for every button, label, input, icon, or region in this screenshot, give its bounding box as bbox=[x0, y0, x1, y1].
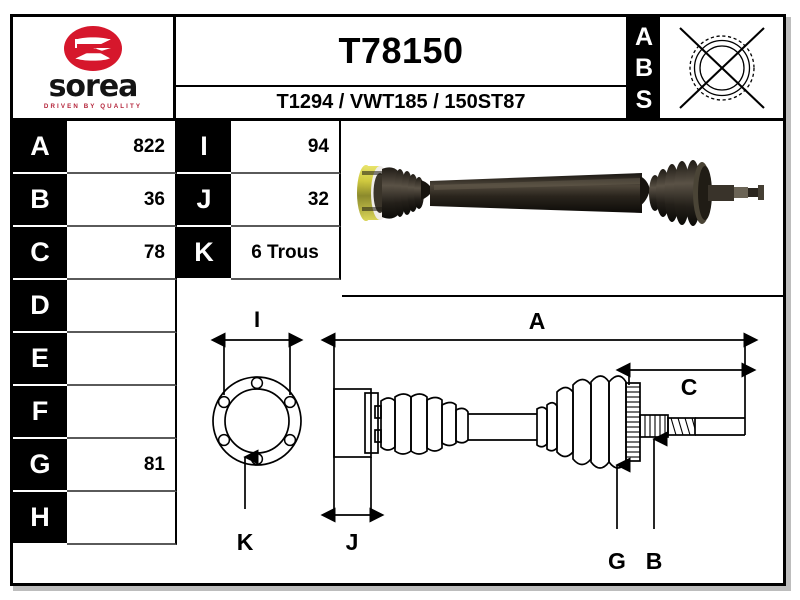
table-row: I 94 bbox=[177, 121, 341, 174]
table-row: G 81 bbox=[13, 439, 177, 492]
dimension-value-j: 32 bbox=[231, 174, 341, 227]
part-reference: T1294 / VWT185 / 150ST87 bbox=[276, 91, 526, 113]
dimension-key-k: K bbox=[177, 227, 231, 280]
dimension-value-k: 6 Trous bbox=[231, 227, 341, 280]
dimension-value-a: 822 bbox=[67, 121, 177, 174]
cv-drive-shaft-technical-drawing: I K J A C G B bbox=[177, 297, 783, 583]
dimension-key-e: E bbox=[13, 333, 67, 386]
dimension-key-h: H bbox=[13, 492, 67, 545]
dimension-value-i: 94 bbox=[231, 121, 341, 174]
dimension-key-c: C bbox=[13, 227, 67, 280]
brand-tagline: DRIVEN BY QUALITY bbox=[43, 102, 143, 110]
dimension-key-d: D bbox=[13, 280, 67, 333]
part-title-cell: T78150 bbox=[176, 17, 628, 87]
table-row: J 32 bbox=[177, 174, 341, 227]
dimension-value-f bbox=[67, 386, 177, 439]
table-row: A 822 bbox=[13, 121, 177, 174]
dimension-key-i: I bbox=[177, 121, 231, 174]
callout-label-i: I bbox=[254, 307, 260, 332]
table-row: C 78 bbox=[13, 227, 177, 280]
abs-letter-b: B bbox=[634, 54, 654, 83]
callout-label-g: G bbox=[608, 548, 626, 574]
product-photo-panel bbox=[342, 121, 783, 297]
dimension-key-a: A bbox=[13, 121, 67, 174]
callout-label-a: A bbox=[529, 308, 546, 334]
sorea-s-roundel-icon bbox=[63, 25, 123, 72]
abs-label: A B S bbox=[628, 17, 660, 121]
dimension-key-j: J bbox=[177, 174, 231, 227]
table-row: F bbox=[13, 386, 177, 439]
abs-icon-cell bbox=[660, 17, 783, 121]
part-reference-cell: T1294 / VWT185 / 150ST87 bbox=[176, 87, 628, 121]
dimension-value-d bbox=[67, 280, 177, 333]
page-title: T78150 bbox=[338, 30, 464, 71]
crossed-out-abs-ring-icon bbox=[678, 26, 765, 109]
table-row: H bbox=[13, 492, 177, 545]
table-row: D bbox=[13, 280, 177, 333]
brand-name: sorea bbox=[48, 69, 139, 105]
dimension-table-right: I 94 J 32 K 6 Trous bbox=[177, 121, 341, 280]
dimension-value-c: 78 bbox=[67, 227, 177, 280]
table-row: E bbox=[13, 333, 177, 386]
dimension-key-b: B bbox=[13, 174, 67, 227]
dimension-key-f: F bbox=[13, 386, 67, 439]
callout-label-c: C bbox=[681, 374, 698, 400]
callout-label-j: J bbox=[346, 529, 359, 555]
technical-drawing-panel: I K J A C G B bbox=[177, 297, 783, 583]
dimension-value-b: 36 bbox=[67, 174, 177, 227]
table-row: K 6 Trous bbox=[177, 227, 341, 280]
table-row: B 36 bbox=[13, 174, 177, 227]
abs-letter-s: S bbox=[635, 85, 653, 114]
cv-drive-shaft-photo bbox=[342, 121, 783, 295]
dimension-value-g: 81 bbox=[67, 439, 177, 492]
dimension-value-e bbox=[67, 333, 177, 386]
brand-logo-cell: sorea DRIVEN BY QUALITY bbox=[13, 17, 176, 121]
dimension-key-g: G bbox=[13, 439, 67, 492]
abs-letter-a: A bbox=[634, 23, 654, 52]
dimension-table-left: A 822 B 36 C 78 D E F G 81 H bbox=[13, 121, 177, 545]
callout-label-k: K bbox=[237, 529, 254, 555]
dimension-value-h bbox=[67, 492, 177, 545]
callout-label-b: B bbox=[646, 548, 663, 574]
